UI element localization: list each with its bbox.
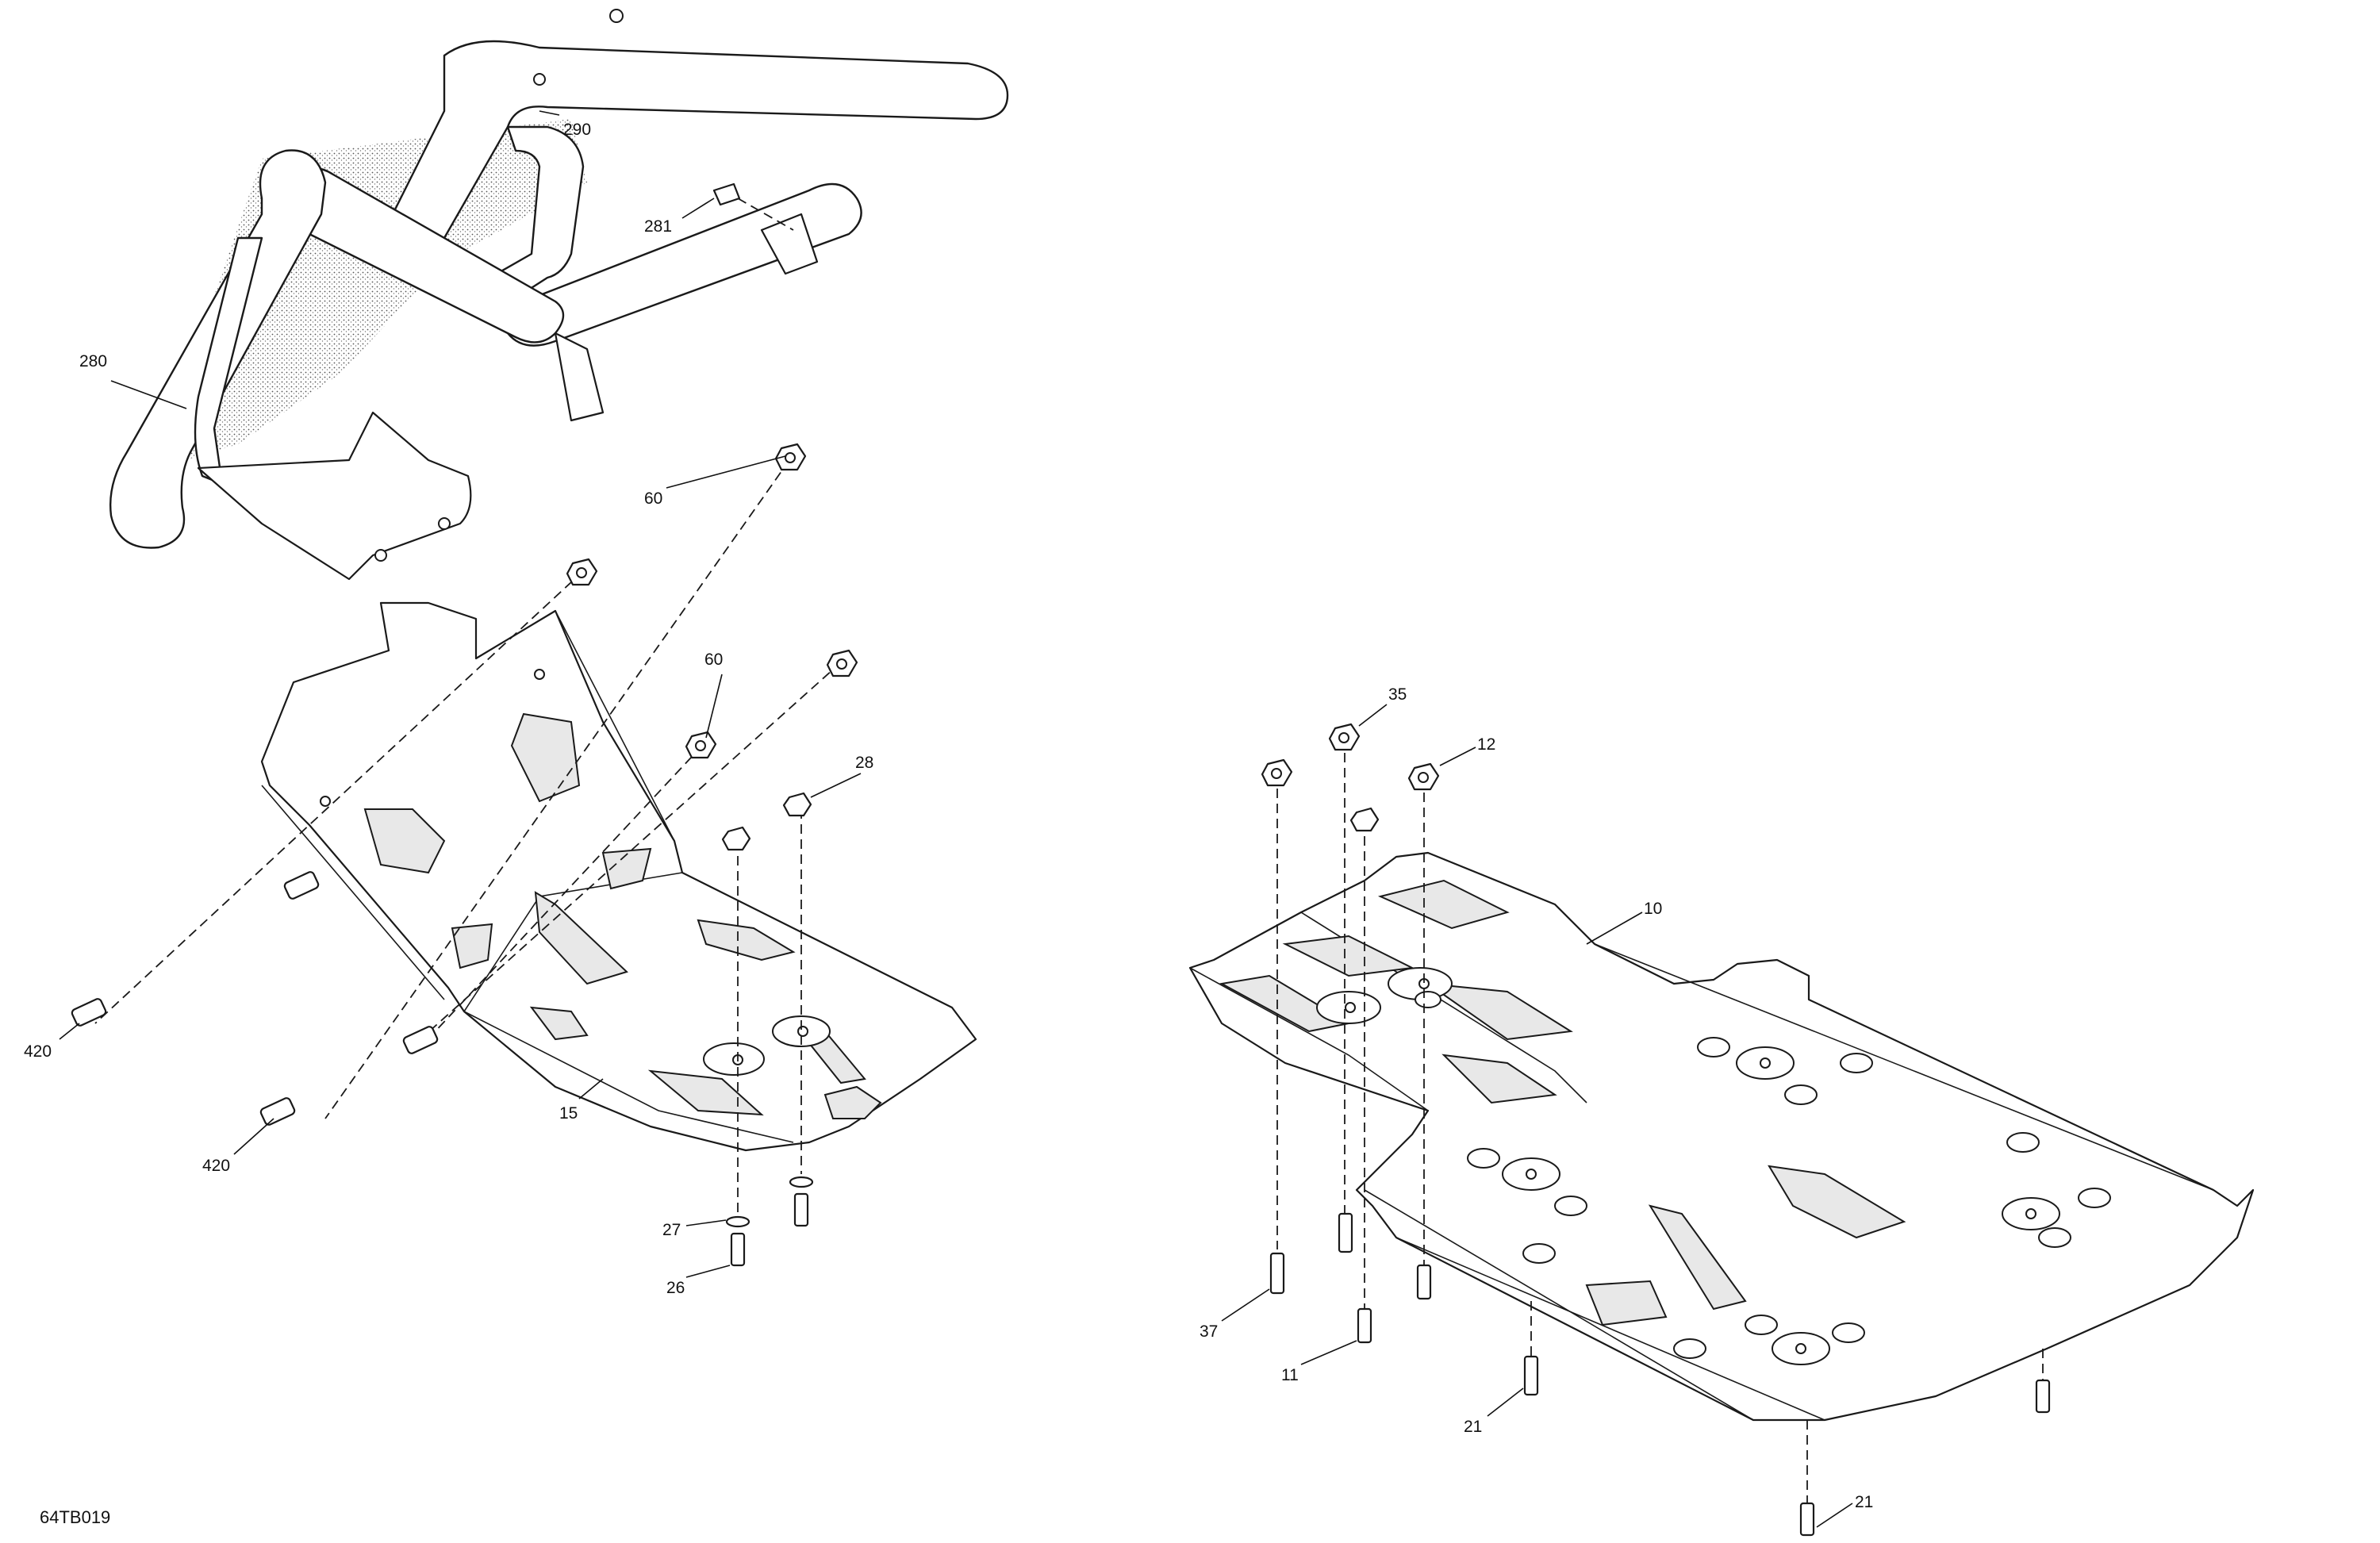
nut-35 bbox=[1328, 723, 1361, 751]
screw-420-mid bbox=[402, 1026, 439, 1054]
screw-420-lower bbox=[259, 1097, 296, 1126]
left-fasteners bbox=[71, 443, 858, 1267]
callout-26: 26 bbox=[666, 1279, 685, 1297]
callout-12: 12 bbox=[1477, 735, 1495, 754]
callout-11: 11 bbox=[1281, 1366, 1299, 1384]
callout-420-left: 420 bbox=[24, 1042, 52, 1061]
bolt-11 bbox=[1357, 1307, 1372, 1344]
callout-21-bottom: 21 bbox=[1855, 1493, 1873, 1511]
callout-27: 27 bbox=[662, 1221, 681, 1239]
bolt-21-b bbox=[1799, 1502, 1815, 1537]
callout-290: 290 bbox=[563, 121, 591, 139]
callout-60-lower: 60 bbox=[704, 651, 723, 669]
nut-12 bbox=[1407, 762, 1440, 791]
callout-15: 15 bbox=[559, 1104, 578, 1123]
callout-35: 35 bbox=[1388, 685, 1407, 704]
center-skid-plate bbox=[1188, 851, 2255, 1422]
bolt-26 bbox=[730, 1232, 746, 1267]
callout-21-mid: 21 bbox=[1464, 1418, 1482, 1436]
callout-60-upper: 60 bbox=[644, 489, 662, 508]
nut-upper-left bbox=[721, 826, 751, 851]
callout-28: 28 bbox=[855, 754, 873, 772]
screw-420-left bbox=[71, 998, 107, 1027]
front-skid-plate bbox=[260, 601, 977, 1152]
front-bumper bbox=[109, 9, 1009, 581]
nut-left-top bbox=[1261, 758, 1293, 787]
nut-center bbox=[1349, 807, 1380, 832]
flange-nut-60-lower bbox=[826, 649, 858, 677]
bolt-37 bbox=[1269, 1252, 1285, 1295]
callout-37: 37 bbox=[1200, 1322, 1218, 1341]
callout-280: 280 bbox=[79, 352, 107, 370]
screw-420-upper bbox=[283, 871, 320, 900]
nut-28 bbox=[782, 792, 812, 817]
flange-nut-60-mid bbox=[566, 558, 598, 586]
callout-leaders bbox=[59, 110, 1853, 1528]
bolt-21-a bbox=[1523, 1355, 1539, 1396]
figure-code: 64TB019 bbox=[40, 1507, 110, 1527]
callout-10: 10 bbox=[1644, 900, 1662, 918]
callout-labels: 280 290 281 60 60 28 420 420 15 27 26 35… bbox=[24, 121, 1873, 1511]
callout-281: 281 bbox=[644, 217, 672, 236]
right-fasteners bbox=[1261, 723, 2051, 1537]
flange-nut-60-lower2 bbox=[685, 731, 717, 759]
callout-420-lower: 420 bbox=[202, 1157, 230, 1175]
washer-27 bbox=[725, 1215, 750, 1228]
